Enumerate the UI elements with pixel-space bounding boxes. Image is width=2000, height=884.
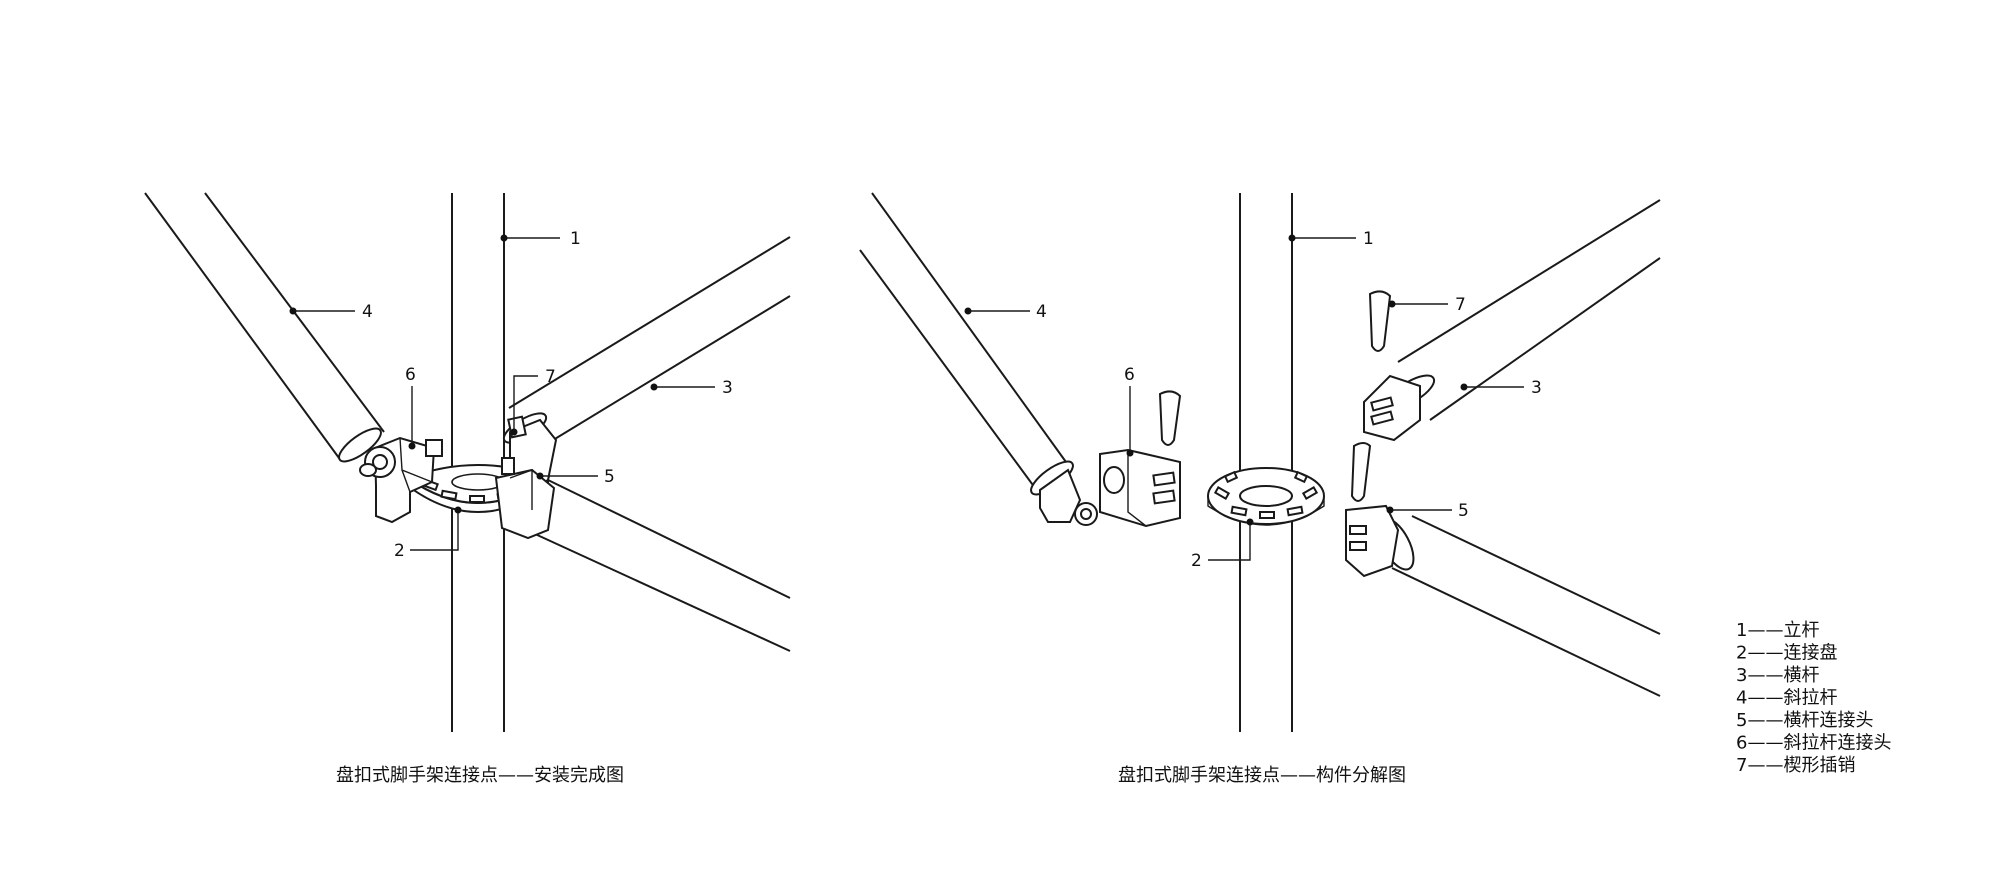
legend-item-7: 7——楔形插销: [1736, 755, 1855, 776]
legend-item-1: 1——立杆: [1736, 620, 1819, 641]
component-legend: 1——立杆2——连接盘3——横杆4——斜拉杆5——横杆连接头6——斜拉杆连接头7…: [1736, 620, 1891, 776]
legend-item-5: 5——横杆连接头: [1736, 710, 1873, 731]
exploded-caption: 盘扣式脚手架连接点——构件分解图: [1118, 765, 1406, 786]
callout-6: 6: [405, 365, 416, 385]
callout-3: 3: [1531, 378, 1542, 398]
vertical-standard: [1239, 193, 1293, 732]
legend-item-6: 6——斜拉杆连接头: [1736, 733, 1891, 754]
callout-3: 3: [722, 378, 733, 398]
ledger-upper: [1363, 199, 1661, 442]
callout-2: 2: [394, 541, 405, 561]
ledger-connector-head: [494, 415, 558, 540]
assembled-caption: 盘扣式脚手架连接点——安装完成图: [336, 765, 624, 786]
callout-5: 5: [604, 467, 615, 487]
ledger-upper: [502, 236, 791, 449]
callout-6: 6: [1124, 365, 1135, 385]
callout-7: 7: [1455, 295, 1466, 315]
callout-7: 7: [545, 367, 556, 387]
diagonal-brace: [859, 192, 1098, 526]
diagonal-brace: [144, 192, 385, 463]
callout-5: 5: [1458, 501, 1469, 521]
assembled-callouts: 1 4 3 6 7 5 2: [289, 229, 733, 561]
legend-item-2: 2——连接盘: [1736, 643, 1837, 664]
callout-1: 1: [570, 229, 581, 249]
legend-item-4: 4——斜拉杆: [1736, 688, 1837, 709]
assembled-view: 1 4 3 6 7 5 2 盘扣式脚手架连接点——安装完成图: [144, 192, 791, 786]
callout-1: 1: [1363, 229, 1374, 249]
exploded-view: 1 4 7 6 3 5 2 盘扣式脚手架连接点——构件分解图: [859, 192, 1661, 786]
callout-2: 2: [1191, 551, 1202, 571]
legend-item-3: 3——横杆: [1736, 665, 1819, 686]
exploded-callouts: 1 4 7 6 3 5 2: [964, 229, 1542, 571]
brace-connector-head: [1099, 390, 1182, 528]
ledger-lower: [1345, 442, 1661, 697]
callout-4: 4: [362, 302, 373, 322]
callout-4: 4: [1036, 302, 1047, 322]
vertical-standard: [451, 193, 505, 732]
rosette-disc: [1207, 467, 1325, 526]
brace-connector-head: [359, 436, 443, 524]
